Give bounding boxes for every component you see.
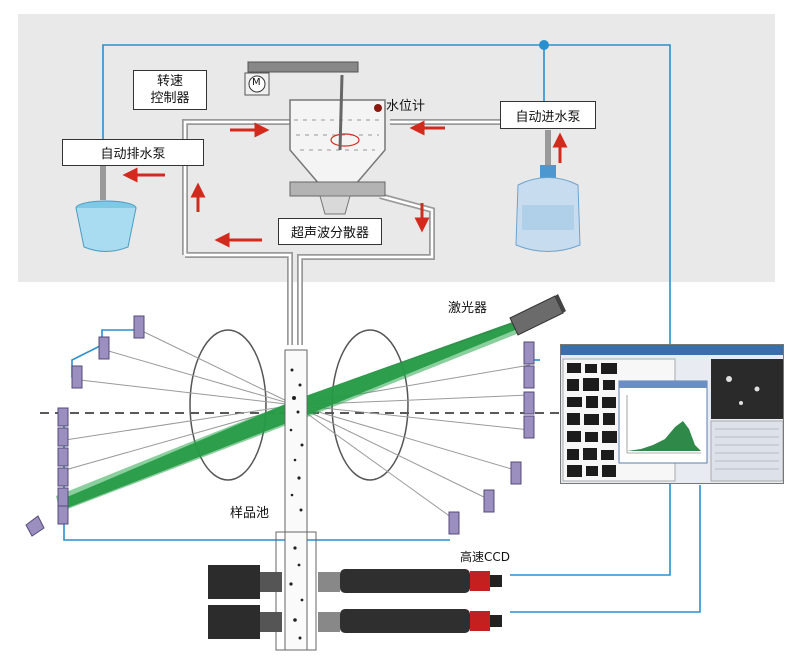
laser-label: 激光器 [448,301,488,316]
wiring-junction-dot [539,40,549,50]
laser-device [509,294,566,336]
sample-cell [284,349,308,651]
ultrasonic-disperser-box: 超声波分散器 [278,218,382,245]
speed-controller-label-line1: 转速 [156,74,183,89]
water-level-meter-label: 水位计 [386,99,426,114]
speed-controller-label-line2: 控制器 [150,91,190,106]
water-level-sensor [374,104,382,112]
motor-symbol: M [252,77,261,88]
speed-controller-box: 转速 控制器 [133,70,207,110]
lens-left [189,329,267,481]
sample-cell-label: 样品池 [230,506,270,521]
dispersion-tank [247,61,386,215]
flow-arrows [122,120,568,248]
ultrasonic-plate [289,181,386,197]
software-screenshot-image [560,344,784,484]
scattered-rays [64,329,531,521]
ccd-camera-top [208,565,502,599]
high-speed-ccd-label: 高速CCD [460,550,510,564]
lens-right [331,329,409,481]
beam-stop-detector [25,515,45,537]
stirrer-shaft [338,74,344,151]
ccd-camera-bottom [208,605,502,639]
drain-bucket-icon [75,200,137,252]
auto-inlet-pump-label: 自动进水泵 [515,109,581,125]
auto-drain-pump-box: 自动排水泵 [62,139,204,166]
auto-drain-pump-label: 自动排水泵 [100,147,166,162]
particles [289,368,304,640]
motor-icon [248,75,266,93]
auto-inlet-pump-box: 自动进水泵 [500,101,596,129]
ultrasonic-disperser-label: 超声波分散器 [290,226,369,241]
water-bottle-icon [515,165,581,252]
detector-array [57,315,535,535]
motor-gear-belt [247,61,359,73]
